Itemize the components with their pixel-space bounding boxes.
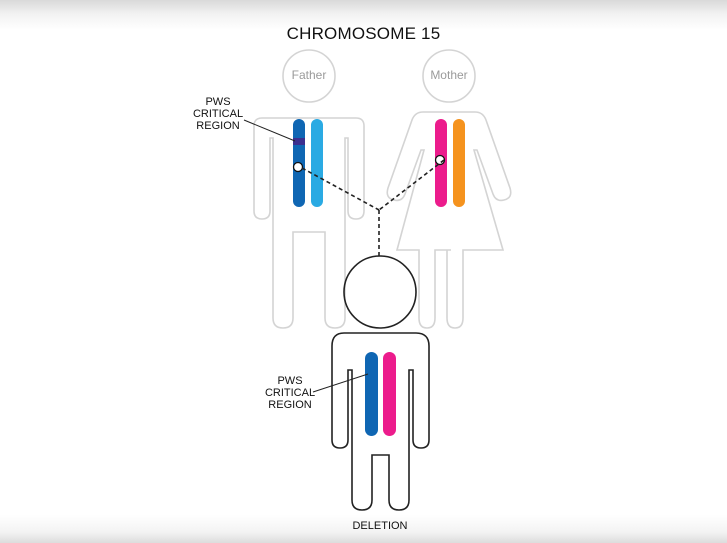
child-figure (331, 255, 430, 511)
region-label-top-line1: PWS (205, 96, 231, 108)
deletion-caption: DELETION (352, 520, 408, 532)
region-label-top-line3: REGION (196, 120, 240, 132)
father-chromatid-light (311, 119, 323, 207)
inheritance-connectors (301, 159, 445, 256)
child-chromatid-maternal (383, 352, 396, 436)
child-chromosome-pair (365, 352, 396, 436)
mother-label: Mother (430, 68, 468, 82)
mother-chromosome-pair (434, 119, 465, 207)
region-label-top-line2: CRITICAL (192, 108, 244, 120)
father-body (253, 117, 365, 329)
child-head (343, 255, 417, 329)
father-head (282, 49, 336, 103)
father-critical-band (293, 138, 305, 145)
father-label: Father (291, 68, 327, 82)
region-label-bottom-line1: PWS (277, 375, 303, 387)
connector-father (301, 167, 380, 211)
child-body (331, 332, 430, 511)
mother-head (422, 49, 476, 103)
mother-figure (386, 49, 512, 329)
region-label-top: PWS CRITICAL REGION (168, 96, 268, 132)
father-centromere (292, 161, 304, 173)
diagram-title: CHROMOSOME 15 (286, 24, 441, 43)
region-label-bottom-line2: CRITICAL (264, 387, 316, 399)
child-chromatid-paternal (365, 352, 378, 436)
region-label-bottom: PWS CRITICAL REGION (240, 375, 340, 411)
mother-chromatid-orange (453, 119, 465, 207)
region-leader-bottom (312, 373, 369, 393)
mother-body (386, 111, 512, 329)
father-figure (253, 49, 365, 329)
region-leader-top (243, 119, 296, 142)
father-chromosome-pair (292, 119, 323, 207)
region-label-bottom-line3: REGION (268, 399, 312, 411)
